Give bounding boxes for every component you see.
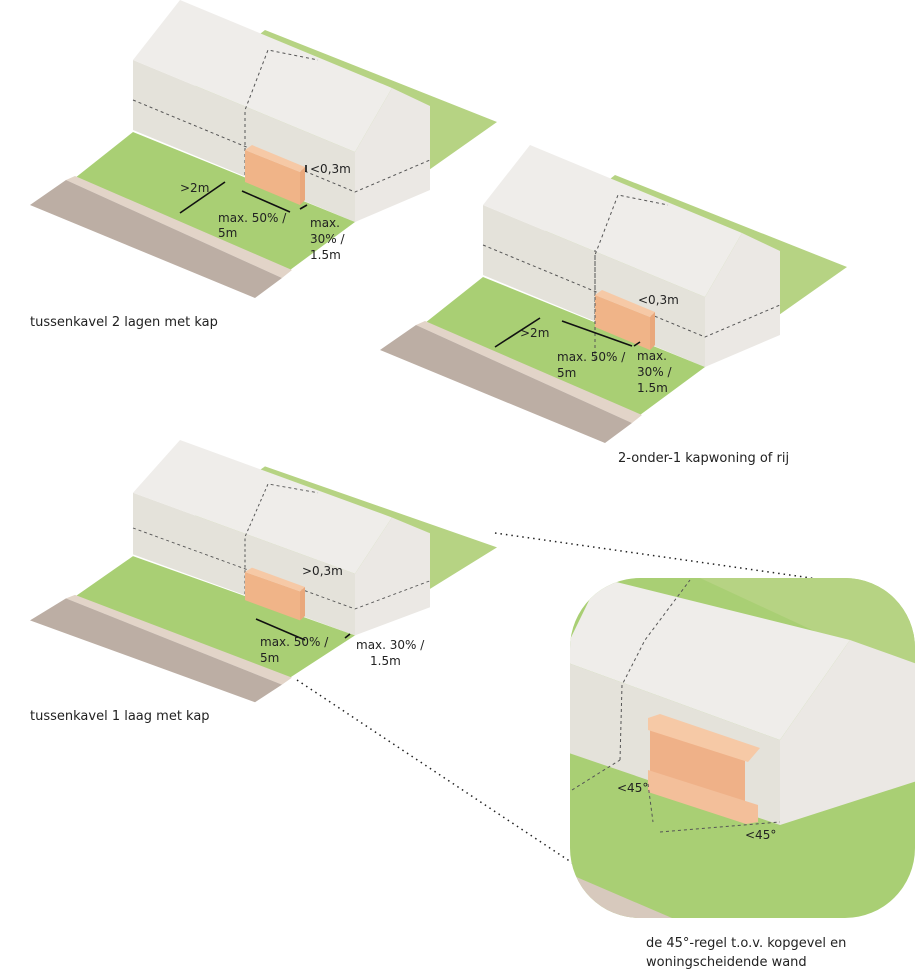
caption: tussenkavel 2 lagen met kap [30,315,218,330]
caption-line-2: woningscheidende wand [646,955,807,970]
width-label-2: 5m [260,651,279,665]
depth-label: max. [637,349,667,363]
setback-label: >2m [520,326,549,340]
caption-line-1: de 45°-regel t.o.v. kopgevel en [646,936,846,951]
width-label: max. 50% / [218,211,287,225]
height-label: <0,3m [310,162,351,176]
detail-45-degree: <45° <45° de 45°-regel t.o.v. kopgevel e… [570,578,915,970]
depth-label-2: 1.5m [370,654,401,668]
extension-base [648,770,758,824]
scene-2-onder-1: >2m max. 50% / 5m max. 30% / 1.5m <0,3m … [379,144,848,466]
width-label-2: 5m [218,226,237,240]
setback-label: >2m [180,181,209,195]
connector-line [296,679,581,869]
house-gable [780,640,915,825]
caption: tussenkavel 1 laag met kap [30,709,210,724]
depth-label-2: 30% / [310,232,345,246]
width-label: max. 50% / [260,635,329,649]
depth-label-2: 30% / [637,365,672,379]
scene-tussenkavel-1-laag: >0,3m max. 50% / 5m max. 30% / 1.5m tuss… [29,439,498,724]
angle-left-label: <45° [617,781,648,795]
width-label: max. 50% / [557,350,626,364]
depth-label-3: 1.5m [637,381,668,395]
depth-label: max. 30% / [356,638,425,652]
height-label: >0,3m [302,564,343,578]
house-roof [570,578,850,740]
scene-tussenkavel-2-lagen: >2m max. 50% / 5m max. 30% / 1.5m <0,3m … [29,0,498,330]
width-label-2: 5m [557,366,576,380]
connector-line [494,532,826,581]
extension-top [648,714,760,762]
height-label: <0,3m [638,293,679,307]
angle-right-label: <45° [745,828,776,842]
depth-label-3: 1.5m [310,248,341,262]
caption: 2-onder-1 kapwoning of rij [618,451,789,466]
depth-label: max. [310,216,340,230]
